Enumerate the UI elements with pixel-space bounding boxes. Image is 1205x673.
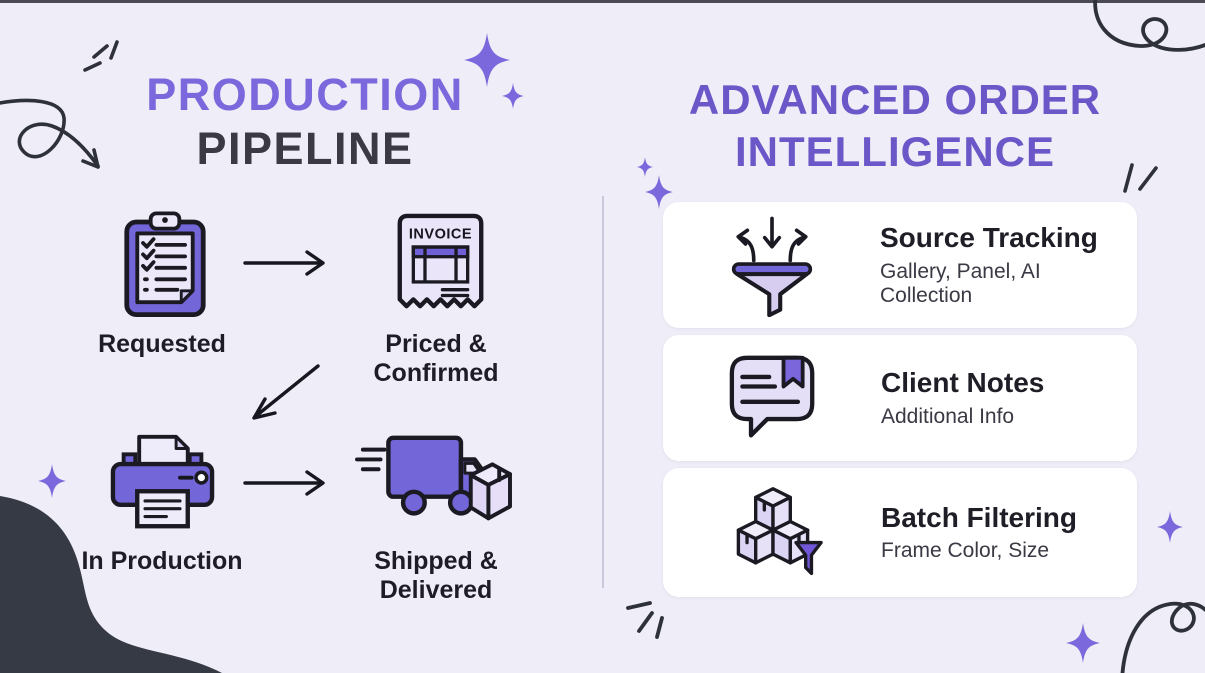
- flow-arrow-2: [243, 470, 325, 496]
- card-text: Batch Filtering Frame Color, Size: [881, 502, 1077, 563]
- card-batch-filtering: Batch Filtering Frame Color, Size: [663, 468, 1137, 597]
- card-icon-wrap: [697, 354, 849, 442]
- flow-arrow-1: [243, 250, 325, 276]
- sparkle-bottom-left: [38, 464, 66, 498]
- card-client-notes: Client Notes Additional Info: [663, 335, 1137, 461]
- loop-doodle-bottom-right: [1120, 601, 1205, 673]
- left-title-line2: PIPELINE: [196, 123, 414, 174]
- sparkle-right-lower: [1066, 623, 1100, 663]
- left-title-line1: PRODUCTION: [146, 69, 464, 120]
- dash-accent-bottom-center: [626, 601, 664, 639]
- top-edge-line: [0, 0, 1205, 3]
- dash-accent-top-left: [83, 40, 119, 72]
- section-divider: [602, 196, 604, 588]
- step-label-shipped-delivered: Shipped & Delivered: [374, 547, 498, 604]
- card-source-tracking: Source Tracking Gallery, Panel, AI Colle…: [663, 202, 1137, 328]
- clipboard-checklist-icon: [124, 211, 206, 318]
- step-label-in-production: In Production: [81, 547, 243, 575]
- delivery-truck-icon: [355, 435, 512, 521]
- card-subtitle-source-tracking: Gallery, Panel, AI Collection: [879, 259, 1041, 307]
- sparkle-mid-small: [637, 157, 653, 177]
- card-subtitle-batch-filtering: Frame Color, Size: [881, 539, 1050, 563]
- invoice-icon: INVOICE: [397, 213, 484, 309]
- card-text: Client Notes Additional Info: [881, 367, 1044, 428]
- step-label-priced-confirmed: Priced & Confirmed: [373, 330, 499, 387]
- corner-blob: [0, 496, 222, 673]
- sparkle-title-left-small: [502, 83, 524, 109]
- card-subtitle-client-notes: Additional Info: [881, 404, 1015, 428]
- right-section-title: ADVANCED ORDER INTELLIGENCE: [625, 74, 1165, 178]
- card-icon-wrap: [697, 483, 849, 583]
- invoice-text: INVOICE: [409, 226, 472, 242]
- swirl-arrow-doodle: [0, 98, 100, 169]
- step-label-requested: Requested: [98, 330, 226, 358]
- right-title-line1: ADVANCED ORDER: [688, 76, 1102, 123]
- sparkle-right-upper: [1157, 511, 1183, 543]
- chat-note-icon: [729, 355, 815, 438]
- loop-doodle-top-right: [1093, 0, 1205, 52]
- sparkle-mid-large: [645, 175, 673, 209]
- flow-arrow-diagonal: [252, 364, 320, 420]
- card-title-source-tracking: Source Tracking: [879, 222, 1098, 254]
- dash-accent-right: [1123, 163, 1158, 193]
- sparkle-title-left-large: [464, 33, 510, 87]
- boxes-filter-icon: [736, 486, 823, 575]
- card-title-client-notes: Client Notes: [881, 367, 1045, 399]
- funnel-arrows-icon: [732, 216, 813, 317]
- card-title-batch-filtering: Batch Filtering: [881, 501, 1078, 533]
- right-title-line2: INTELLIGENCE: [734, 128, 1055, 175]
- printer-icon: [110, 434, 215, 529]
- left-section-title: PRODUCTION PIPELINE: [85, 68, 525, 176]
- card-text: Source Tracking Gallery, Panel, AI Colle…: [880, 222, 1137, 307]
- card-icon-wrap: [697, 213, 848, 317]
